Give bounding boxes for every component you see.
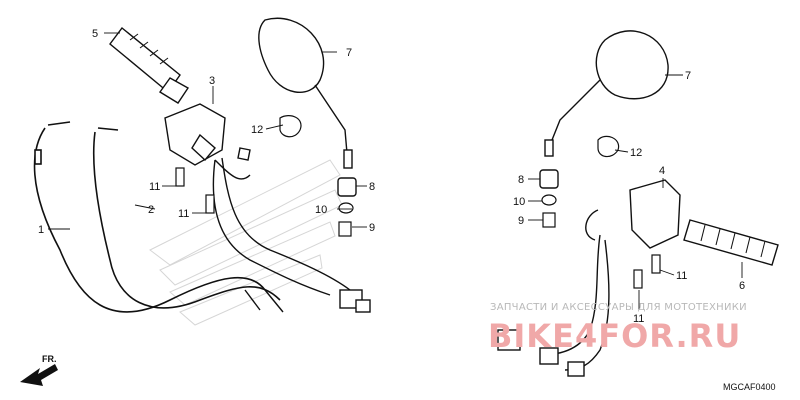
callout-11-b: 11: [178, 208, 189, 220]
left-bolt: [338, 221, 352, 237]
callout-8-right: 8: [518, 174, 524, 186]
callout-3: 3: [209, 75, 215, 87]
front-direction-arrow-icon: [20, 364, 58, 386]
callout-7-left: 7: [346, 47, 352, 59]
callout-labels: 5 1 2 3 7 8 10 9 12 11 11 7 8 10 9 12 4 …: [38, 28, 745, 325]
right-grip: [683, 219, 779, 266]
left-mirror-adapter: [337, 177, 357, 197]
leader-lines: [48, 32, 743, 310]
right-mirror-adapter: [539, 169, 559, 189]
callout-11-c: 11: [676, 270, 687, 282]
direction-label: FR.: [42, 354, 57, 364]
callout-9-right: 9: [518, 215, 524, 227]
right-mirror: [544, 30, 669, 157]
left-nut: [338, 202, 354, 214]
callout-10-left: 10: [315, 204, 327, 216]
callout-11-a: 11: [149, 181, 160, 193]
left-screws: [175, 167, 215, 214]
callout-12-right: 12: [630, 147, 642, 159]
callout-1: 1: [38, 224, 44, 236]
right-switch-housing: [585, 179, 681, 249]
right-nut: [541, 194, 557, 206]
left-clamp: [279, 115, 302, 138]
watermark-caption: ЗАПЧАСТИ И АКСЕССУАРЫ ДЛЯ МОТОТЕХНИКИ: [490, 302, 747, 313]
callout-10-right: 10: [513, 196, 525, 208]
callout-2: 2: [148, 204, 154, 216]
callout-6: 6: [739, 280, 745, 292]
left-switch-housing: [164, 103, 251, 180]
callout-9-left: 9: [369, 222, 375, 234]
right-screws: [633, 254, 661, 289]
watermark-logo: BIKE4FOR.RU: [488, 317, 741, 355]
callout-11-d: 11: [633, 313, 644, 325]
right-clamp: [597, 135, 620, 158]
left-switch-harness: [212, 157, 371, 313]
right-bolt: [542, 212, 556, 228]
right-switch-harness: [497, 234, 610, 377]
callout-7-right: 7: [685, 70, 691, 82]
callout-4: 4: [659, 165, 665, 177]
background-wing-logo: [149, 159, 343, 326]
callout-12-left: 12: [251, 124, 263, 136]
callout-8-left: 8: [369, 181, 375, 193]
left-mirror: [258, 17, 353, 169]
throttle-cable-1: [33, 121, 266, 313]
left-grip: [109, 26, 190, 104]
callout-5: 5: [92, 28, 98, 40]
drawing-code: MGCAF0400: [723, 382, 776, 392]
throttle-cable-2: [92, 127, 281, 309]
